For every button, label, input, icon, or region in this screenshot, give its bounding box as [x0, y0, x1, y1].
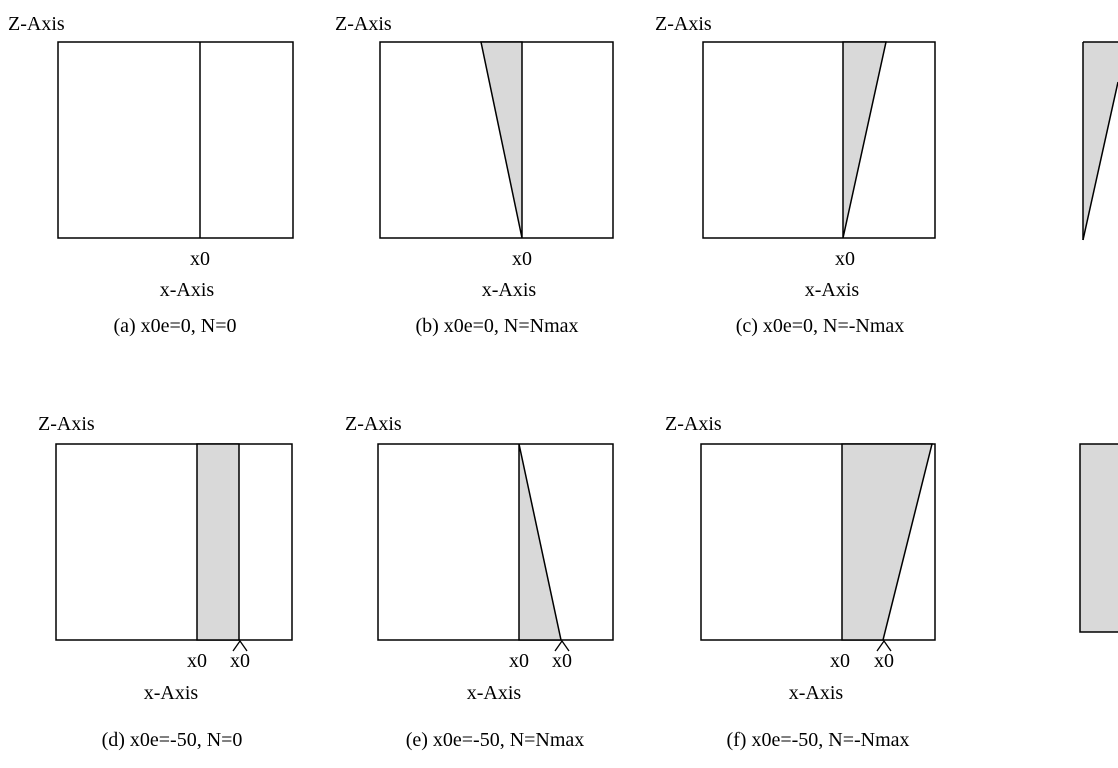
- x0-hat-label: x0: [874, 650, 894, 672]
- plot-frame: [55, 443, 293, 641]
- z-axis-label: Z-Axis: [345, 413, 402, 435]
- z-axis-label: Z-Axis: [655, 13, 712, 35]
- panel-a: Z-Axis x0 x-Axis (a) x0e=0, N=0: [8, 13, 294, 337]
- x-axis-label: x-Axis: [805, 279, 860, 301]
- panel-e: Z-Axis x0 x0 x-Axis (e) x0e=-50, N=Nmax: [345, 413, 614, 751]
- panel-partial-bottom: [1079, 443, 1118, 633]
- panel-partial-top: [1082, 41, 1118, 241]
- panel-caption: (b) x0e=0, N=Nmax: [415, 315, 578, 337]
- shaded-wedge: [480, 41, 523, 239]
- shaded-wedge: [1083, 42, 1118, 240]
- x-axis-label: x-Axis: [160, 279, 215, 301]
- z-axis-label: Z-Axis: [38, 413, 95, 435]
- panel-f: Z-Axis x0 x0 x-Axis (f) x0e=-50, N=-Nmax: [665, 413, 936, 751]
- panel-d: Z-Axis x0 x0 x-Axis (d) x0e=-50, N=0: [38, 413, 293, 751]
- shaded-wedge: [518, 443, 562, 641]
- x0-hat-label: x0: [552, 650, 572, 672]
- panel-caption: (c) x0e=0, N=-Nmax: [736, 315, 905, 337]
- panel-caption: (e) x0e=-50, N=Nmax: [406, 729, 585, 751]
- plot-frame: [702, 41, 936, 239]
- x0-label: x0: [509, 650, 529, 672]
- shaded-band: [1080, 444, 1118, 632]
- x-axis-label: x-Axis: [467, 682, 522, 704]
- plot-frame: [377, 443, 614, 641]
- z-axis-label: Z-Axis: [8, 13, 65, 35]
- panel-caption: (a) x0e=0, N=0: [113, 315, 236, 337]
- wedge-edge: [1082, 81, 1118, 241]
- shaded-region: [841, 443, 933, 641]
- hat-caret-icon: [876, 639, 892, 652]
- x0-label: x0: [830, 650, 850, 672]
- plot-frame: [700, 443, 936, 641]
- x0-label: x0: [512, 248, 532, 270]
- plot-frame: [57, 41, 294, 239]
- x0-hat-label: x0: [230, 650, 250, 672]
- x-axis-label: x-Axis: [482, 279, 537, 301]
- panel-caption: (d) x0e=-50, N=0: [102, 729, 243, 751]
- hat-caret-icon: [232, 639, 248, 652]
- shaded-wedge: [842, 41, 887, 239]
- z-axis-label: Z-Axis: [665, 413, 722, 435]
- hat-caret-icon: [554, 639, 570, 652]
- x-axis-label: x-Axis: [789, 682, 844, 704]
- x0-label: x0: [190, 248, 210, 270]
- shaded-band: [196, 443, 240, 641]
- x0-label: x0: [187, 650, 207, 672]
- panel-b: Z-Axis x0 x-Axis (b) x0e=0, N=Nmax: [335, 13, 614, 337]
- x-axis-label: x-Axis: [144, 682, 199, 704]
- panel-caption: (f) x0e=-50, N=-Nmax: [726, 729, 909, 751]
- z-axis-label: Z-Axis: [335, 13, 392, 35]
- panel-c: Z-Axis x0 x-Axis (c) x0e=0, N=-Nmax: [655, 13, 936, 337]
- x0-label: x0: [835, 248, 855, 270]
- band-edge: [1079, 443, 1118, 633]
